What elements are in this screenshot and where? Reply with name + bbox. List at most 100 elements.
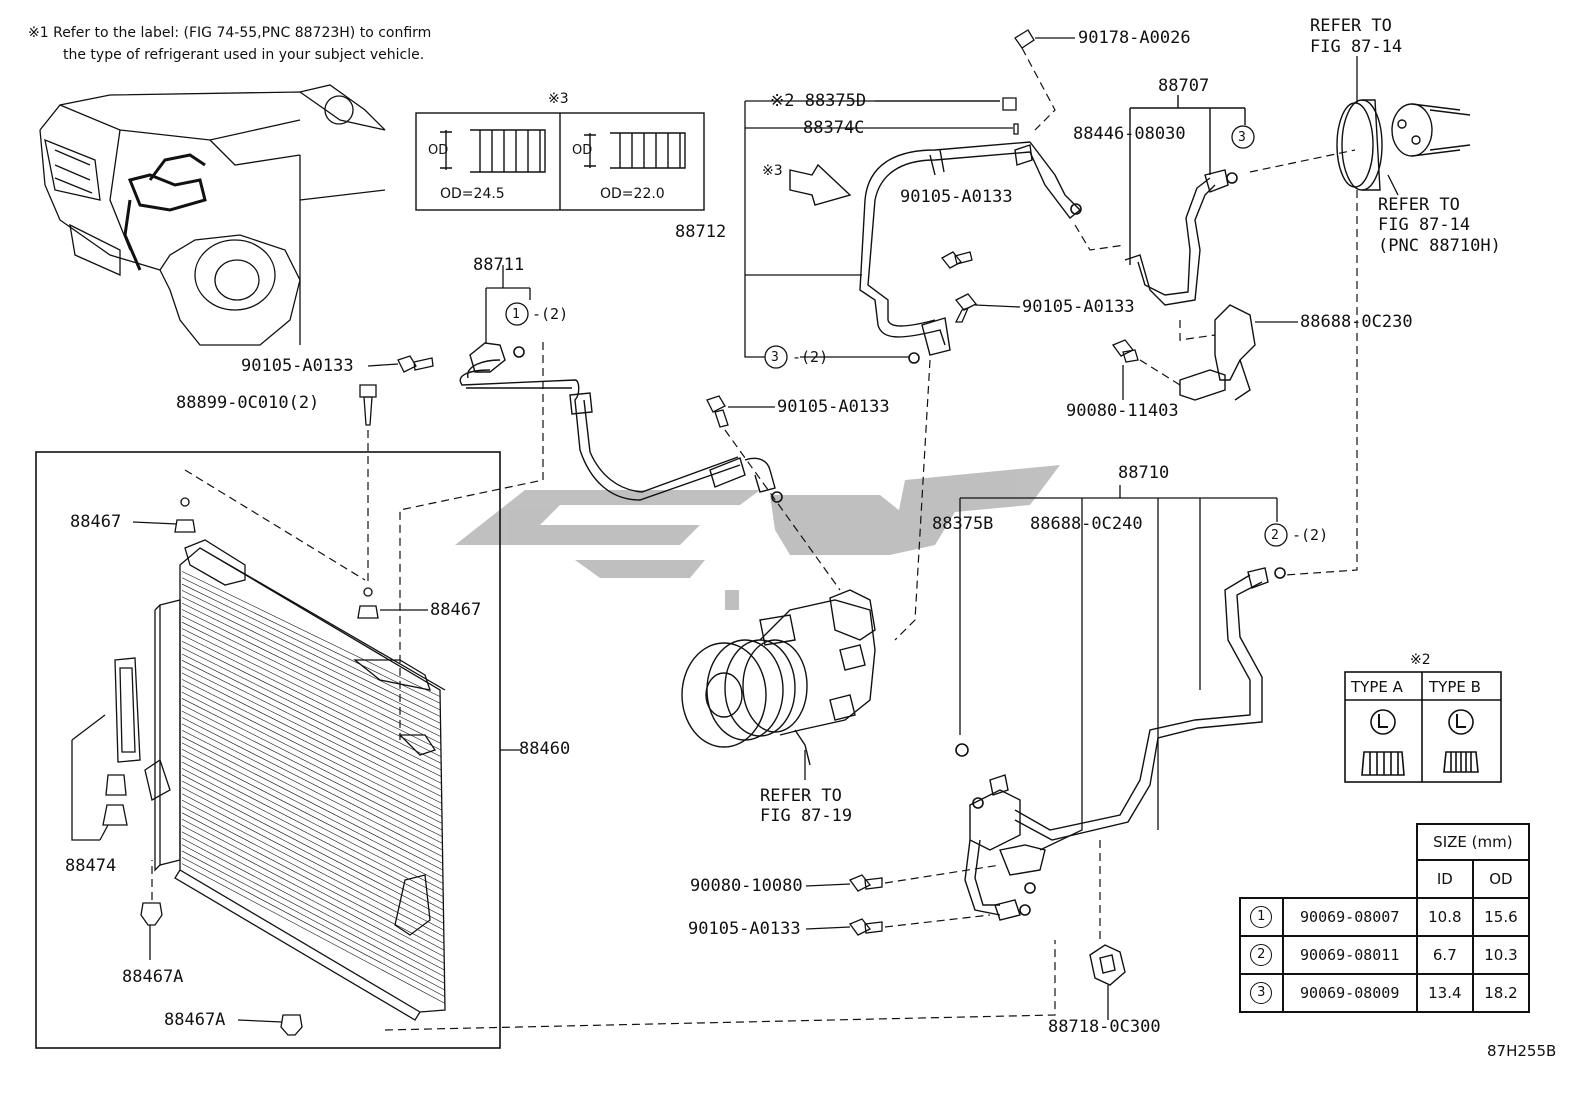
label-88711[interactable]: 88711 [473, 255, 525, 275]
row-number: 3 [1250, 982, 1273, 1004]
note-line-2: the type of refrigerant used in your sub… [63, 47, 425, 63]
label-90105-e[interactable]: 90105-A0133 [688, 919, 801, 939]
label-88460[interactable]: 88460 [519, 739, 571, 759]
label-90105-a[interactable]: 90105-A0133 [241, 356, 354, 376]
condenser-group-box [35, 451, 501, 1049]
table-row: 3 90069-08009 13.4 18.2 [1239, 973, 1531, 1013]
leader-88712 [744, 100, 1013, 358]
receiver-block [964, 774, 1046, 921]
truck-illustration [39, 84, 386, 346]
bolt-90080-11403 [1111, 339, 1139, 363]
clamp-88718-0C300 [1089, 944, 1126, 986]
leader-88710 [959, 485, 1278, 851]
clip-88467A-bottom [280, 1014, 303, 1036]
label-90178[interactable]: 90178-A0026 [1078, 28, 1191, 48]
row-id: 10.8 [1415, 897, 1474, 937]
compressor [681, 589, 876, 766]
note-mark: ※1 [28, 25, 49, 41]
label-88712[interactable]: 88712 [675, 222, 727, 242]
clip-88467-mid [357, 587, 379, 619]
label-88446[interactable]: 88446-08030 [1073, 124, 1186, 144]
refer-fig-87-19-line1[interactable]: REFER TO [760, 786, 842, 806]
bolt-90105-d [954, 293, 978, 323]
refer-fig-87-14-top-line2[interactable]: FIG 87-14 [1310, 37, 1403, 57]
row-part[interactable]: 90069-08011 [1281, 935, 1418, 975]
refrigerant-note: ※1 Refer to the label: (FIG 74-55,PNC 88… [28, 22, 431, 66]
label-90105-d[interactable]: 90105-A0133 [1022, 297, 1135, 317]
type-a-label: TYPE A [1351, 678, 1403, 696]
note-line-1: Refer to the label: (FIG 74-55,PNC 88723… [53, 25, 432, 41]
label-88688-0C230[interactable]: 88688-0C230 [1300, 312, 1413, 332]
cushion-88474 [102, 774, 128, 826]
label-88375D[interactable]: ※2 88375D [770, 91, 867, 111]
label-88707[interactable]: 88707 [1158, 76, 1210, 96]
label-88375B[interactable]: 88375B [932, 514, 994, 534]
label-88718[interactable]: 88718-0C300 [1048, 1017, 1161, 1037]
hose-88712 [859, 141, 1082, 356]
refer-fig-87-14-right-line1[interactable]: REFER TO [1378, 195, 1460, 215]
receiver-tank [114, 599, 181, 872]
dashed-leaders-condenser [151, 342, 1056, 1031]
table-row: 2 90069-08011 6.7 10.3 [1239, 935, 1531, 975]
bolt-88899 [359, 384, 377, 426]
row-number: 1 [1250, 906, 1273, 928]
condenser-fins [181, 571, 446, 1004]
bolt-90105-e [848, 918, 883, 936]
label-90105-b[interactable]: 90105-A0133 [777, 397, 890, 417]
label-88688-0C240[interactable]: 88688-0C240 [1030, 514, 1143, 534]
label-88467A-a[interactable]: 88467A [122, 967, 184, 987]
row-od: 18.2 [1471, 973, 1531, 1013]
label-88467-a[interactable]: 88467 [70, 512, 122, 532]
pipe-88710 [1014, 567, 1269, 841]
note-3-mark: ※3 [762, 163, 783, 179]
circle-3-number: 3 [771, 350, 779, 365]
refer-fig-87-14-right-line3[interactable]: (PNC 88710H) [1378, 236, 1501, 256]
qty-3: -(2) [792, 348, 829, 366]
clip-88467A-left [140, 902, 163, 926]
label-88467-b[interactable]: 88467 [430, 600, 482, 620]
od-box [415, 112, 705, 211]
qty-1: -(2) [532, 305, 569, 323]
arrow-note-3 [789, 163, 852, 206]
watermark-logo [455, 465, 1060, 610]
leader-88474 [71, 714, 109, 841]
label-88474[interactable]: 88474 [65, 856, 117, 876]
condenser-core [174, 547, 446, 1021]
size-table: SIZE (mm) ID OD 1 90069-08007 10.8 15.6 … [1239, 823, 1531, 1013]
hose-88711 [459, 342, 776, 501]
od-value-left: OD=24.5 [440, 186, 505, 202]
row-number: 2 [1250, 944, 1273, 966]
row-part[interactable]: 90069-08007 [1281, 897, 1418, 937]
circle-3b-number: 3 [1238, 130, 1246, 145]
type-box [1344, 671, 1502, 783]
row-od: 15.6 [1471, 897, 1531, 937]
bolt-90105-mid [706, 395, 729, 428]
col-od: OD [1471, 859, 1531, 899]
label-88374C[interactable]: 88374C [803, 118, 865, 138]
qty-2: -(2) [1292, 526, 1329, 544]
label-88899[interactable]: 88899-0C010(2) [176, 393, 320, 413]
refer-fig-87-19-line2[interactable]: FIG 87-19 [760, 806, 853, 826]
label-90105-c[interactable]: 90105-A0133 [900, 187, 1013, 207]
bolt-90105-left [397, 355, 434, 373]
refer-fig-87-14-right-line2[interactable]: FIG 87-14 [1378, 215, 1471, 235]
leader-88711 [485, 265, 531, 343]
clip-88467-top [174, 497, 196, 533]
clamp-88688-0C230 [1179, 304, 1256, 401]
col-id: ID [1415, 859, 1474, 899]
bolt-90105-c [941, 251, 973, 269]
label-88710[interactable]: 88710 [1118, 463, 1170, 483]
leader-lines [132, 37, 1298, 1023]
row-id: 13.4 [1415, 973, 1474, 1013]
od-label-right: OD [572, 143, 593, 158]
label-90080-10080[interactable]: 90080-10080 [690, 876, 803, 896]
row-part[interactable]: 90069-08009 [1281, 973, 1418, 1013]
row-od: 10.3 [1471, 935, 1531, 975]
type-box-mark: ※2 [1410, 652, 1431, 668]
label-90080-11403[interactable]: 90080-11403 [1066, 401, 1179, 421]
label-88467A-b[interactable]: 88467A [164, 1010, 226, 1030]
refer-fig-87-14-top-line1[interactable]: REFER TO [1310, 16, 1392, 36]
circle-1-number: 1 [512, 307, 520, 322]
